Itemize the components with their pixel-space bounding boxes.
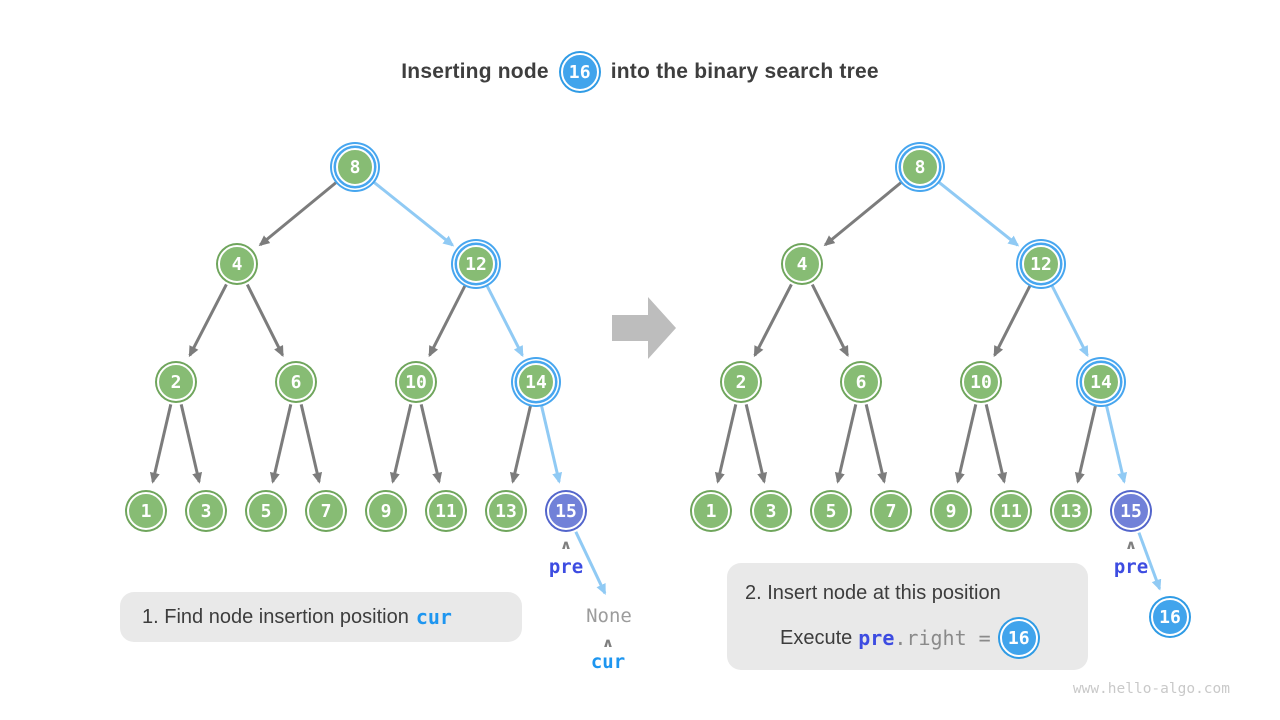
cur-pointer-label: cur	[590, 651, 626, 673]
tree-node-5: 5	[812, 492, 850, 530]
tree-node-14: 14	[1082, 363, 1120, 401]
tree-edge-12-10	[428, 283, 467, 358]
caret-up-icon: ∧	[601, 635, 615, 651]
tree-node-13: 13	[487, 492, 525, 530]
tree-edge-4-6	[245, 283, 284, 357]
tree-edge-6-7	[864, 404, 888, 484]
step2-execute-text: Execute	[780, 626, 853, 649]
tree-node-9: 9	[932, 492, 970, 530]
pre-pointer-label-right: pre	[1113, 556, 1149, 578]
tree-edge-14-13	[509, 404, 533, 484]
tree-edge-6-5	[269, 404, 293, 484]
tree-edge-2-3	[179, 404, 203, 484]
tree-node-4: 4	[218, 245, 256, 283]
tree-edge-4-2	[188, 283, 228, 358]
step1-text: 1. Find node insertion position	[142, 605, 409, 628]
tree-edge-8-4	[258, 180, 339, 247]
step2-line1: 2. Insert node at this position	[745, 582, 1001, 604]
tree-edge-10-11	[984, 404, 1008, 484]
tree-edge-14-15	[539, 404, 563, 484]
tree-edge-10-9	[389, 404, 413, 484]
page-title: Inserting node 16 into the binary search…	[0, 50, 1280, 94]
tree-node-7: 7	[872, 492, 910, 530]
tree-node-2: 2	[157, 363, 195, 401]
tree-edge-4-2	[753, 283, 793, 358]
tree-edge-12-14	[1050, 283, 1089, 358]
tree-node-11: 11	[992, 492, 1030, 530]
tree-edge-6-7	[299, 404, 323, 484]
tree-node-6: 6	[842, 363, 880, 401]
tree-node-13: 13	[1052, 492, 1090, 530]
tree-node-15: 15	[1112, 492, 1150, 530]
pre-pointer-label-left: pre	[548, 556, 584, 578]
tree-edge-8-4	[823, 180, 904, 247]
tree-node-8: 8	[336, 148, 374, 186]
tree-node-1: 1	[692, 492, 730, 530]
tree-node-12: 12	[457, 245, 495, 283]
title-text-before: Inserting node	[401, 60, 549, 83]
tree-edge-2-1	[714, 404, 738, 484]
tree-edge-12-10	[993, 283, 1032, 358]
tree-node-12: 12	[1022, 245, 1060, 283]
tree-node-15: 15	[547, 492, 585, 530]
tree-edge-2-1	[149, 404, 173, 484]
tree-edge-14-13	[1074, 404, 1098, 484]
tree-node-10: 10	[397, 363, 435, 401]
title-node-16-badge: 16	[560, 53, 599, 91]
caret-up-icon: ∧	[1124, 537, 1138, 553]
tree-edge-6-5	[834, 404, 858, 484]
step2-node-16-badge: 16	[999, 619, 1038, 657]
tree-edge-8-12	[936, 180, 1020, 247]
tree-node-14: 14	[517, 363, 555, 401]
step1-cur-code: cur	[415, 605, 452, 629]
tree-edge-14-15	[1104, 404, 1128, 484]
tree-node-8: 8	[901, 148, 939, 186]
tree-edge-10-11	[419, 404, 443, 484]
step1-caption: 1. Find node insertion position cur	[120, 592, 522, 642]
tree-node-3: 3	[752, 492, 790, 530]
tree-node-4: 4	[783, 245, 821, 283]
tree-node-2: 2	[722, 363, 760, 401]
tree-node-16: 16	[1151, 598, 1189, 636]
tree-edge-4-6	[810, 283, 849, 357]
tree-edge-10-9	[954, 404, 978, 484]
tree-node-10: 10	[962, 363, 1000, 401]
none-label: None	[586, 605, 632, 627]
tree-node-3: 3	[187, 492, 225, 530]
tree-node-6: 6	[277, 363, 315, 401]
tree-edge-2-3	[744, 404, 768, 484]
tree-node-7: 7	[307, 492, 345, 530]
tree-node-1: 1	[127, 492, 165, 530]
watermark: www.hello-algo.com	[1072, 681, 1230, 697]
tree-node-11: 11	[427, 492, 465, 530]
step2-right-code: .right =	[894, 626, 991, 650]
title-text-after: into the binary search tree	[610, 60, 879, 83]
tree-node-9: 9	[367, 492, 405, 530]
tree-edge-12-14	[485, 283, 524, 358]
caret-up-icon: ∧	[559, 537, 573, 553]
tree-edge-8-12	[371, 180, 455, 247]
step2-pre-code: pre	[858, 626, 895, 650]
tree-node-5: 5	[247, 492, 285, 530]
transition-arrow-icon	[612, 297, 676, 359]
